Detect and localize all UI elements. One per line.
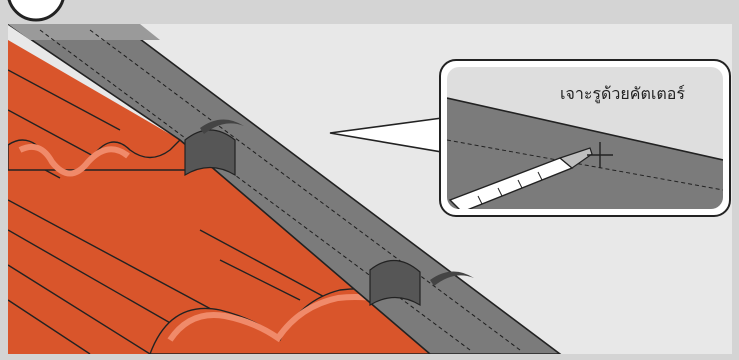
callout-label: เจาะรูด้วยคัตเตอร์ [560,82,685,107]
flashing-edge [8,24,160,40]
